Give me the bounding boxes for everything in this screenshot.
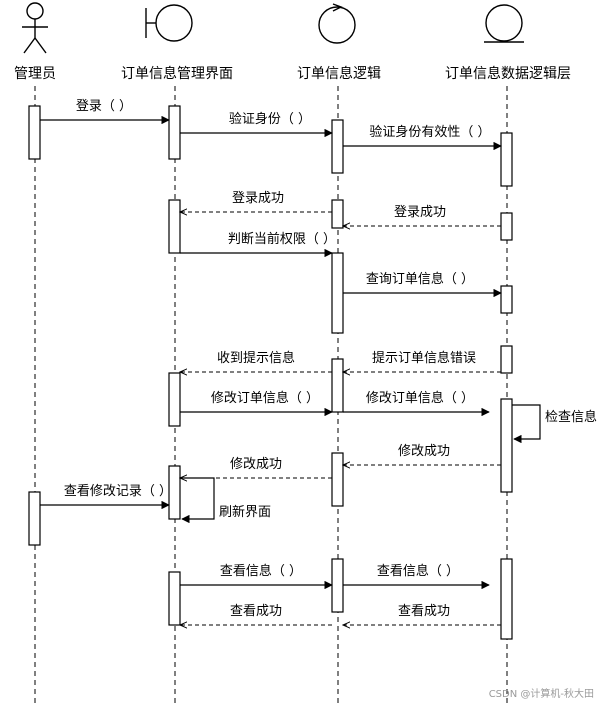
lifeline-label-admin: 管理员: [14, 66, 56, 82]
message-label: 登录（ ）: [76, 99, 132, 114]
activation-bar: [500, 285, 513, 314]
control-icon: [318, 3, 356, 44]
message-verify-validity: 验证身份有效性（ ）: [343, 124, 502, 151]
activation-bar: [500, 398, 513, 493]
activation-bar: [500, 212, 513, 241]
message-label: 登录成功: [394, 205, 446, 220]
message-label: 查看修改记录（ ）: [64, 483, 172, 499]
lifeline-head-logic: 订单信息逻辑: [297, 3, 381, 82]
activation-bar: [28, 491, 41, 546]
lifeline-head-admin: 管理员: [14, 2, 56, 82]
activation-bar: [168, 571, 181, 626]
lifeline-label-data: 订单信息数据逻辑层: [445, 65, 571, 82]
activation-bar: [168, 372, 181, 427]
message-verify-identity: 验证身份（ ）: [180, 111, 333, 138]
message-label: 修改成功: [230, 457, 282, 472]
actor-icon: [22, 2, 48, 54]
lifeline-label-ui: 订单信息管理界面: [121, 65, 233, 82]
activation-bar: [28, 105, 41, 160]
lifeline-label-logic: 订单信息逻辑: [297, 65, 381, 82]
activation-bar: [168, 465, 181, 520]
lifeline-head-ui: 订单信息管理界面: [121, 4, 233, 82]
message-label: 提示订单信息错误: [372, 350, 476, 366]
message-check-permission: 判断当前权限（ ）: [180, 231, 336, 258]
message-label: 修改订单信息（ ）: [211, 390, 319, 406]
message-view-info-logic: 查看信息（ ）: [343, 563, 490, 590]
message-modify-success-ui: 修改成功: [180, 457, 332, 478]
message-label: 查看成功: [398, 603, 450, 619]
message-label: 修改成功: [398, 444, 450, 459]
message-view-success-logic: 查看成功: [343, 603, 501, 625]
lifeline-head-data: 订单信息数据逻辑层: [445, 4, 571, 82]
message-label: 检查信息: [545, 409, 597, 425]
activation-bar: [331, 252, 344, 334]
message-label: 验证身份有效性（ ）: [369, 124, 490, 140]
activation-bar: [331, 452, 344, 507]
message-label: 验证身份（ ）: [229, 111, 311, 127]
message-label: 收到提示信息: [217, 350, 295, 366]
message-label: 查看成功: [230, 603, 282, 619]
message-label: 查询订单信息（ ）: [366, 271, 474, 287]
message-query-order: 查询订单信息（ ）: [343, 271, 502, 298]
message-view-success-ui: 查看成功: [180, 603, 332, 625]
message-modify-order-logic: 修改订单信息（ ）: [343, 390, 490, 417]
message-label: 查看信息（ ）: [220, 563, 302, 579]
message-modify-success-logic: 修改成功: [343, 444, 501, 465]
watermark: CSDN @计算机-秋大田: [488, 689, 594, 700]
message-refresh-ui: 刷新界面: [180, 477, 271, 524]
message-label: 判断当前权限（ ）: [228, 231, 336, 247]
activation-bar: [331, 558, 344, 613]
self-message-arrow: [180, 477, 215, 524]
message-label: 刷新界面: [219, 504, 271, 520]
message-modify-order-ui: 修改订单信息（ ）: [180, 390, 333, 417]
message-label: 修改订单信息（ ）: [366, 390, 474, 406]
entity-icon: [484, 4, 524, 43]
message-view-info-ui: 查看信息（ ）: [180, 563, 333, 590]
message-label: 查看信息（ ）: [377, 563, 459, 579]
self-message-arrow: [512, 404, 541, 444]
boundary-icon: [145, 4, 193, 42]
message-login-success-logic: 登录成功: [343, 205, 501, 226]
activation-bar: [331, 119, 344, 174]
message-received-prompt: 收到提示信息: [180, 350, 332, 372]
message-check-info: 检查信息: [512, 404, 597, 444]
message-order-error: 提示订单信息错误: [343, 350, 501, 372]
activation-bar: [331, 199, 344, 229]
message-label: 登录成功: [232, 191, 284, 206]
activation-bar: [500, 558, 513, 640]
activation-bar: [500, 345, 513, 374]
activation-bar: [168, 199, 181, 254]
activation-bar: [500, 132, 513, 187]
message-view-modify-record: 查看修改记录（ ）: [40, 483, 172, 510]
message-login: 登录（ ）: [40, 99, 170, 125]
message-login-success-ui: 登录成功: [180, 191, 332, 212]
activation-bar: [331, 358, 344, 413]
activation-bar: [168, 105, 181, 160]
